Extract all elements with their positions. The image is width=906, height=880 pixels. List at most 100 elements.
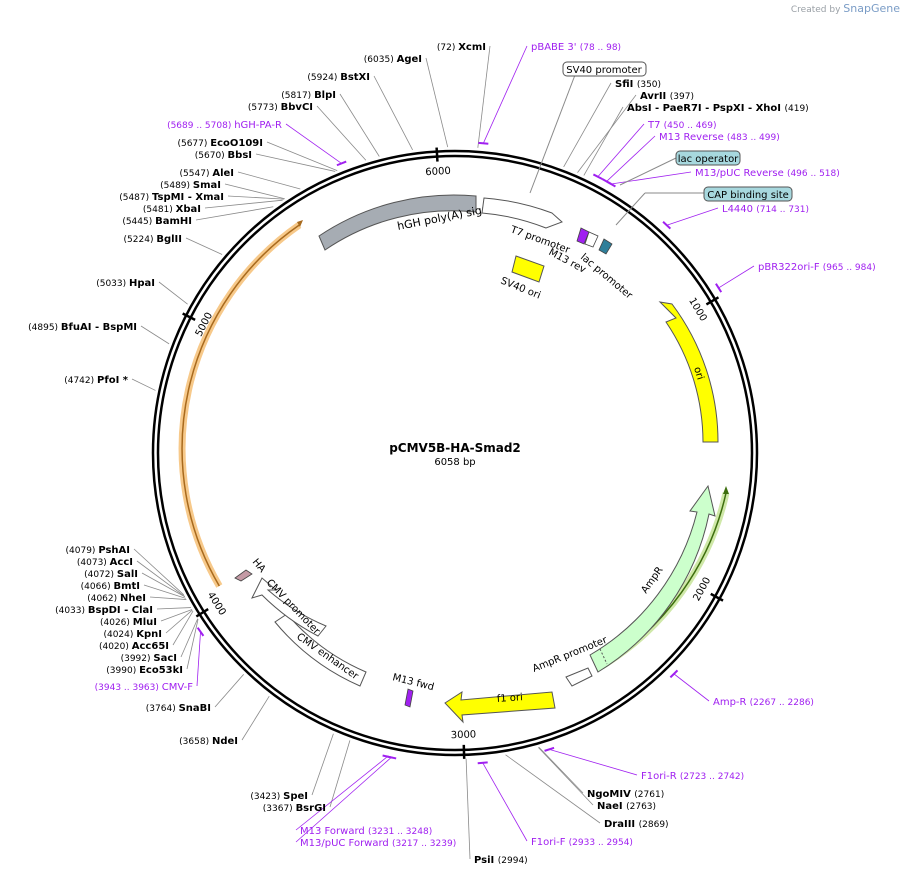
enzyme-label-acc65i[interactable]: (4020) Acc65I <box>99 641 169 652</box>
enzyme-label-eco53ki[interactable]: (3990) Eco53kI <box>106 665 183 676</box>
primer-leader-m13-puc-forward <box>295 757 392 843</box>
primer-label-t7[interactable]: T7 (450 .. 469) <box>647 120 716 131</box>
enzyme-label-bbvci[interactable]: (5773) BbvCI <box>248 102 313 113</box>
primer-label-hgh-pa-r[interactable]: (5689 .. 5708) hGH-PA-R <box>167 120 282 131</box>
enzyme-label-bspdi-clai[interactable]: (4033) BspDI - ClaI <box>55 605 153 616</box>
primer-range: (2933 .. 2954) <box>569 838 633 848</box>
enzyme-position: (2761) <box>634 790 664 800</box>
primer-name: pBR322ori-F <box>758 262 823 273</box>
enzyme-label-bglii[interactable]: (5224) BglII <box>124 234 182 245</box>
enzyme-label-blpi[interactable]: (5817) BlpI <box>281 90 336 101</box>
feature-m13-fwd <box>404 688 414 708</box>
enzyme-label-smai[interactable]: (5489) SmaI <box>160 180 221 191</box>
enzyme-label-mlui[interactable]: (4026) MluI <box>100 617 157 628</box>
primer-name: pBABE 3' <box>531 42 580 53</box>
enzyme-position: (2869) <box>639 820 669 830</box>
primer-label-l4440[interactable]: L4440 (714 .. 731) <box>722 204 809 215</box>
enzyme-label-bamhi[interactable]: (5445) BamHI <box>122 216 192 227</box>
enzyme-name: SmaI <box>193 180 221 191</box>
enzyme-leader-bglii <box>185 237 223 255</box>
feature-label-m13-fwd: M13 fwd <box>391 672 435 693</box>
enzyme-position: (4024) <box>103 630 136 640</box>
orf-inner-arrowhead <box>723 486 729 494</box>
enzyme-label-avrii[interactable]: AvrII (397) <box>640 91 694 102</box>
enzyme-label-xbai[interactable]: (5481) XbaI <box>143 204 201 215</box>
primer-label-pbr322ori-f[interactable]: pBR322ori-F (965 .. 984) <box>758 262 876 273</box>
enzyme-label-pshai[interactable]: (4079) PshAI <box>66 545 130 556</box>
enzyme-label-xcmi[interactable]: (72) XcmI <box>437 42 486 53</box>
enzyme-position: (4033) <box>55 606 88 616</box>
primer-leader-pbabe-3 <box>482 45 528 144</box>
feature-hgh-polya <box>318 194 477 251</box>
enzyme-leader-xcmi <box>477 45 491 148</box>
enzyme-label-acci[interactable]: (4073) AccI <box>77 557 133 568</box>
primer-label-f1ori-f[interactable]: F1ori-F (2933 .. 2954) <box>531 837 633 848</box>
enzyme-label-sali[interactable]: (4072) SalI <box>84 569 138 580</box>
orf-outer-arrowhead <box>297 220 303 227</box>
enzyme-name: BbsI <box>228 150 252 161</box>
enzyme-name: BfuAI - BspMI <box>61 322 137 333</box>
enzyme-label-snabi[interactable]: (3764) SnaBI <box>146 703 211 714</box>
primer-label-m13-puc-reverse[interactable]: M13/pUC Reverse (496 .. 518) <box>695 168 840 179</box>
enzyme-name: AgeI <box>397 54 422 65</box>
enzyme-label-naei[interactable]: NaeI (2763) <box>597 801 656 812</box>
enzyme-position: (4066) <box>81 582 114 592</box>
orf-outer-line <box>181 224 300 587</box>
enzyme-name: BspDI - ClaI <box>88 605 153 616</box>
enzyme-label-bmti[interactable]: (4066) BmtI <box>81 581 140 592</box>
primer-label-pbabe-3[interactable]: pBABE 3' (78 .. 98) <box>531 42 621 53</box>
enzyme-label-agei[interactable]: (6035) AgeI <box>364 54 422 65</box>
enzyme-position: (3990) <box>106 666 139 676</box>
enzyme-label-bstxi[interactable]: (5924) BstXI <box>307 72 370 83</box>
enzyme-label-draiii[interactable]: DraIII (2869) <box>604 819 669 830</box>
enzyme-label-bfuai-bspmi[interactable]: (4895) BfuAI - BspMI <box>28 322 137 333</box>
enzyme-name: AccI <box>110 557 133 568</box>
enzyme-label-ecoo109i[interactable]: (5677) EcoO109I <box>177 138 263 149</box>
enzyme-leader-bfuai-bspmi <box>140 325 170 345</box>
enzyme-label-saci[interactable]: (3992) SacI <box>121 653 177 664</box>
enzyme-label-ngomiv[interactable]: NgoMIV (2761) <box>587 789 664 800</box>
enzyme-name: BlpI <box>314 90 336 101</box>
enzyme-label-psii[interactable]: PsiI (2994) <box>474 855 528 866</box>
primer-label-m13-forward[interactable]: M13 Forward (3231 .. 3248) <box>300 826 432 837</box>
primer-label-m13-reverse[interactable]: M13 Reverse (483 .. 499) <box>659 132 780 143</box>
enzyme-leader-sali <box>141 572 186 598</box>
enzyme-position: (5481) <box>143 205 176 215</box>
enzyme-position: (5924) <box>307 73 340 83</box>
enzyme-label-sfii[interactable]: SfiI (350) <box>615 79 661 90</box>
enzyme-name: NdeI <box>212 736 238 747</box>
primer-name: F1ori-F <box>531 837 569 848</box>
enzyme-label-nhei[interactable]: (4062) NheI <box>87 593 146 604</box>
primer-label-cmv-f[interactable]: (3943 .. 3963) CMV-F <box>95 682 194 693</box>
primer-label-f1ori-r[interactable]: F1ori-R (2723 .. 2742) <box>641 771 744 782</box>
primer-label-amp-r[interactable]: Amp-R (2267 .. 2286) <box>713 697 814 708</box>
enzyme-position: (4062) <box>87 594 120 604</box>
enzyme-label-bbsi[interactable]: (5670) BbsI <box>195 150 252 161</box>
primer-label-m13-puc-forward[interactable]: M13/pUC Forward (3217 .. 3239) <box>300 838 456 849</box>
primer-labels: pBABE 3' (78 .. 98) T7 (450 .. 469)M13 Re… <box>95 42 876 849</box>
enzyme-label-tspmi-xmai[interactable]: (5487) TspMI - XmaI <box>119 192 224 203</box>
enzyme-label-absi-paer7i-pspxi-xhoi[interactable]: AbsI - PaeR7I - PspXI - XhoI (419) <box>627 103 809 114</box>
primer-mark-f1ori-r <box>544 746 555 752</box>
enzyme-name: BmtI <box>113 581 140 592</box>
primer-name: T7 <box>647 120 664 131</box>
enzyme-position: (2763) <box>626 802 656 812</box>
enzyme-label-bsrgi[interactable]: (3367) BsrGI <box>263 803 326 814</box>
enzyme-label-ndei[interactable]: (3658) NdeI <box>179 736 238 747</box>
enzyme-position: (5224) <box>124 235 157 245</box>
feature-cmv-promoter <box>251 577 327 637</box>
enzyme-label-hpai[interactable]: (5033) HpaI <box>96 278 155 289</box>
cap-binding-site-box <box>703 186 793 202</box>
primer-range: (78 .. 98) <box>580 43 621 53</box>
enzyme-label-alei[interactable]: (5547) AleI <box>180 168 234 179</box>
enzyme-name: BsrGI <box>296 803 326 814</box>
enzyme-label-kpni[interactable]: (4024) KpnI <box>103 629 162 640</box>
enzyme-position: (6035) <box>364 55 397 65</box>
enzyme-leader-acc65i <box>172 610 194 646</box>
enzyme-position: (5489) <box>160 181 193 191</box>
enzyme-label-pfoi[interactable]: (4742) PfoI * <box>64 375 129 386</box>
enzyme-leader-absi-paer7i-pspxi-xhoi <box>583 106 624 176</box>
enzyme-label-spei[interactable]: (3423) SpeI <box>250 791 308 802</box>
lac-operator-box <box>675 150 741 166</box>
tick-label: 4000 <box>205 590 228 617</box>
